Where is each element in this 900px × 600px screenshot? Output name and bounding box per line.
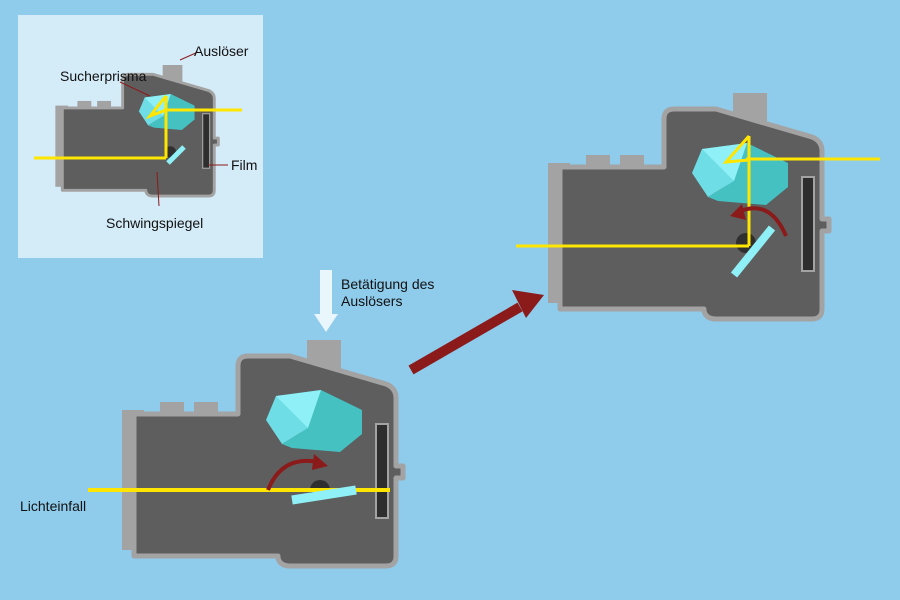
- inset-light-path: [34, 95, 242, 160]
- down-arrow-icon: [314, 270, 338, 332]
- curved-rotation-arrow-icon: [266, 454, 328, 491]
- diagonal-arrow-icon: [408, 290, 544, 375]
- curved-rotation-arrow-icon: [730, 204, 788, 237]
- label-prism-inset: Sucherprisma: [60, 68, 147, 84]
- inset-leaders: [119, 51, 228, 207]
- label-shutter-press: Betätigung des Auslösers: [341, 276, 435, 309]
- inset-mirror: [166, 145, 186, 165]
- main-camera-mirror-down: [122, 340, 403, 566]
- right-camera-mirror-up: [548, 93, 829, 319]
- label-film-inset: Film: [231, 157, 258, 173]
- label-mirror-inset: Schwingspiegel: [106, 215, 204, 231]
- right-light-path: [516, 135, 880, 248]
- label-shutter-inset: Auslöser: [194, 43, 249, 59]
- main-mirror: [291, 485, 357, 505]
- label-light-entry: Lichteinfall: [20, 498, 87, 514]
- right-mirror: [730, 225, 776, 278]
